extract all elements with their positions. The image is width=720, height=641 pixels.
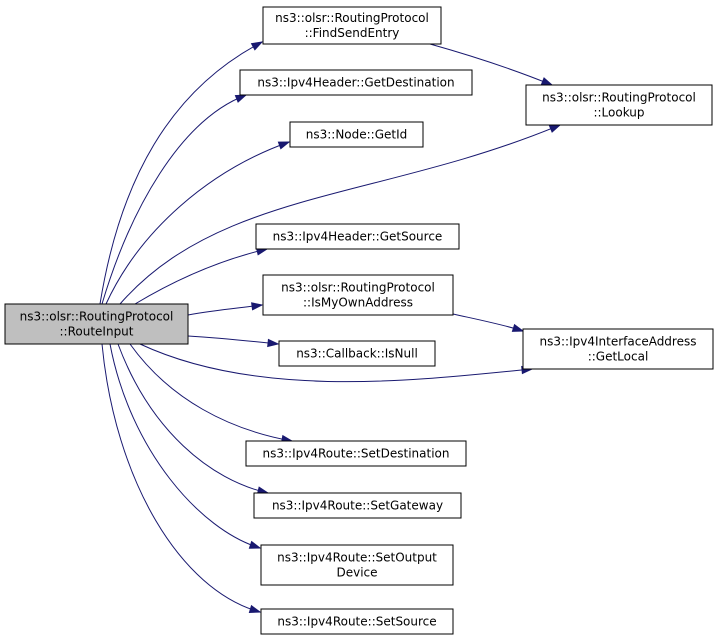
node-box (289, 121, 424, 148)
node-box (260, 544, 454, 586)
node-label-line: ::RouteInput (60, 325, 134, 339)
edge-route_input-to-get_id (105, 141, 291, 305)
node-label-line: ns3::Ipv4Route::SetOutput (277, 551, 437, 565)
arrowhead (248, 604, 262, 613)
node-box (262, 274, 454, 316)
node-label-line: ns3::Callback::IsNull (296, 347, 418, 361)
edge-route_input-to-set_source (101, 343, 262, 613)
node-label-line: ns3::Ipv4Header::GetSource (273, 230, 443, 244)
node-label-line: ns3::Ipv4Header::GetDestination (257, 76, 454, 90)
node-label-line: ns3::Ipv4Route::SetGateway (272, 499, 443, 513)
node-box (278, 340, 436, 367)
node-is-my-own-address[interactable]: ns3::olsr::RoutingProtocol::IsMyOwnAddre… (262, 274, 454, 316)
arrowhead (511, 323, 525, 332)
node-label-line: ns3::Ipv4Route::SetDestination (263, 447, 450, 461)
edge-line (129, 343, 293, 442)
node-box (260, 608, 454, 635)
edge-line (134, 248, 268, 305)
node-box (4, 303, 189, 345)
node-label-line: Device (336, 566, 377, 580)
node-label-line: ns3::olsr::RoutingProtocol (542, 91, 696, 105)
node-box (239, 69, 473, 96)
arrowhead (277, 141, 291, 150)
edge-line (187, 304, 263, 316)
edge-route_input-to-set_destination (129, 343, 294, 444)
node-lookup[interactable]: ns3::olsr::RoutingProtocol::Lookup (525, 84, 713, 126)
edge-route_input-to-find_send_entry (99, 41, 264, 305)
edge-is_my_own_address-to-get_local (452, 313, 525, 332)
arrowhead (251, 302, 264, 311)
arrowhead (250, 41, 264, 51)
edge-route_input-to-set_gateway (117, 343, 270, 495)
node-label-line: ::Lookup (593, 106, 644, 120)
node-label-line: ::FindSendEntry (305, 26, 400, 40)
node-label-line: ::GetLocal (588, 350, 649, 364)
node-label-line: ns3::Node::GetId (306, 128, 408, 142)
edge-line (117, 343, 269, 494)
node-label-line: ns3::Ipv4InterfaceAddress (540, 335, 697, 349)
node-label-line: ::IsMyOwnAddress (303, 296, 413, 310)
edge-route_input-to-get_source (134, 247, 269, 305)
edge-line (101, 343, 261, 613)
arrowhead (548, 124, 562, 133)
node-box (253, 492, 462, 519)
edge-line (452, 313, 524, 332)
edge-line (105, 141, 290, 305)
node-get-local[interactable]: ns3::Ipv4InterfaceAddress::GetLocal (522, 328, 714, 370)
node-set-destination[interactable]: ns3::Ipv4Route::SetDestination (245, 440, 467, 467)
node-set-source[interactable]: ns3::Ipv4Route::SetSource (260, 608, 454, 635)
arrowhead (248, 540, 262, 549)
edge-line (187, 335, 279, 345)
node-label-line: ns3::olsr::RoutingProtocol (275, 11, 429, 25)
node-label-line: ns3::Ipv4Route::SetSource (277, 615, 436, 629)
node-box (522, 328, 714, 370)
arrowhead (540, 77, 554, 86)
node-label-line: ns3::olsr::RoutingProtocol (281, 281, 435, 295)
edge-line (429, 43, 553, 86)
edge-line (109, 343, 261, 549)
edge-route_input-to-set_output_device (109, 343, 262, 549)
node-is-null[interactable]: ns3::Callback::IsNull (278, 340, 436, 367)
node-get-source[interactable]: ns3::Ipv4Header::GetSource (255, 223, 460, 250)
node-get-destination[interactable]: ns3::Ipv4Header::GetDestination (239, 69, 473, 96)
node-box (262, 6, 442, 45)
node-box (255, 223, 460, 250)
node-find-send-entry[interactable]: ns3::olsr::RoutingProtocol::FindSendEntr… (262, 6, 442, 45)
edge-line (139, 343, 533, 383)
edge-find_send_entry-to-lookup (429, 43, 554, 86)
edge-route_input-to-is_my_own_address (187, 302, 264, 316)
edge-line (99, 41, 263, 305)
node-route-input: ns3::olsr::RoutingProtocol::RouteInput (4, 303, 189, 345)
node-box (245, 440, 467, 467)
edge-line (119, 124, 561, 305)
node-box (525, 84, 713, 126)
edge-line (101, 94, 247, 305)
node-set-gateway[interactable]: ns3::Ipv4Route::SetGateway (253, 492, 462, 519)
node-get-id[interactable]: ns3::Node::GetId (289, 121, 424, 148)
node-label-line: ns3::olsr::RoutingProtocol (20, 310, 174, 324)
edge-route_input-to-is_null (187, 335, 280, 348)
arrowhead (267, 338, 280, 348)
edge-route_input-to-get_destination (101, 94, 248, 305)
arrowhead (234, 94, 248, 103)
call-nodes: ns3::olsr::RoutingProtocol::RouteInputns… (4, 6, 714, 635)
